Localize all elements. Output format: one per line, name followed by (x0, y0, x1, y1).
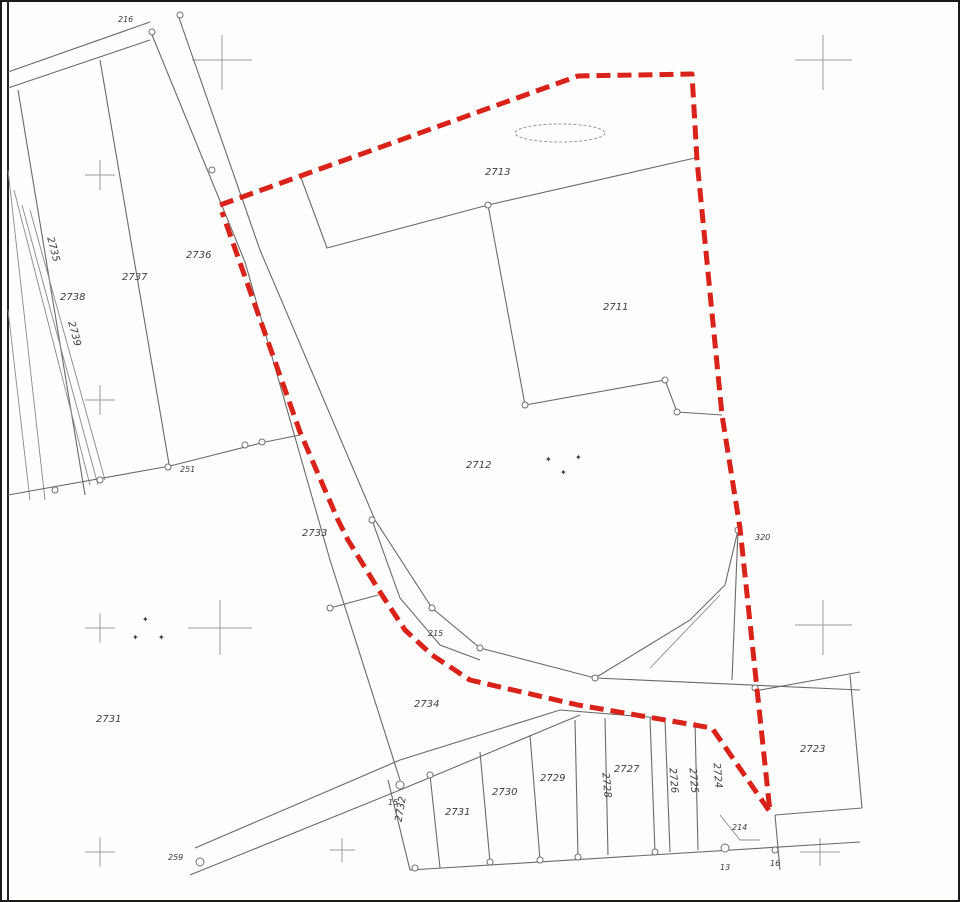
point-label-214: 214 (732, 823, 747, 832)
parcel-label-2732: 2732 (394, 796, 409, 823)
parcel-label-2728: 2728 (599, 772, 612, 798)
grid-cross (85, 837, 115, 867)
tree-symbol: ✦ (545, 455, 552, 464)
parcel-lines (7, 14, 863, 876)
parcel-label-2736: 2736 (186, 250, 211, 261)
grid-cross (192, 35, 252, 90)
tree-symbol: ✦ (158, 633, 165, 642)
grid-cross (330, 838, 355, 862)
point-label-259: 259 (168, 853, 183, 862)
parcel-label-2713: 2713 (485, 167, 510, 178)
point-label-320: 320 (755, 533, 770, 542)
parcel-label-2735: 2735 (44, 236, 61, 263)
tree-symbols: ✦ ✦ ✦ ✦ ✦ ✦ (132, 123, 606, 642)
grid-cross (795, 600, 852, 655)
parcel-label-2734: 2734 (414, 699, 439, 710)
point-labels: 216 251 320 215 214 15 13 16 259 (118, 15, 780, 872)
point-label-16: 16 (770, 859, 780, 868)
parcel-label-2724: 2724 (710, 762, 723, 788)
parcel-label-2731b: 2731 (445, 807, 470, 818)
parcel-label-2737: 2737 (122, 272, 148, 283)
point-label-215: 215 (428, 629, 443, 638)
parcel-label-2725-strip: 2725 (686, 767, 699, 793)
parcel-label-2738: 2738 (60, 292, 85, 303)
parcel-label-2711: 2711 (603, 302, 628, 313)
parcel-label-2723: 2723 (800, 744, 825, 755)
parcel-label-2731a: 2731 (96, 714, 121, 725)
grid-cross (85, 160, 115, 190)
point-label-15: 15 (388, 798, 398, 807)
survey-nodes (51, 11, 779, 872)
parcel-label-2730: 2730 (492, 787, 517, 798)
parcel-label-2733: 2733 (302, 528, 327, 539)
grid-cross (188, 600, 252, 655)
grid-cross (85, 385, 115, 415)
tree-symbol: ✦ (575, 453, 582, 462)
point-label-13: 13 (720, 863, 730, 872)
grid-cross (795, 35, 852, 90)
grid-cross (800, 838, 840, 866)
tree-symbol: ✦ (142, 615, 149, 624)
tree-symbol: ✦ (560, 468, 567, 477)
parcel-label-2712: 2712 (466, 460, 491, 471)
pond-symbol (514, 123, 606, 143)
highlighted-boundary (219, 71, 773, 815)
parcel-label-2727: 2727 (614, 764, 640, 775)
point-label-251: 251 (180, 465, 195, 474)
parcel-label-2726: 2726 (666, 767, 679, 793)
grid-cross (85, 613, 115, 643)
tree-symbol: ✦ (132, 633, 139, 642)
parcel-label-2729: 2729 (540, 773, 565, 784)
grid-crosses (85, 35, 852, 867)
parcel-labels: 2713 2711 2712 2736 2737 2738 2739 2733 … (44, 167, 825, 823)
point-label-216: 216 (118, 15, 133, 24)
parcel-label-2739: 2739 (65, 320, 82, 347)
